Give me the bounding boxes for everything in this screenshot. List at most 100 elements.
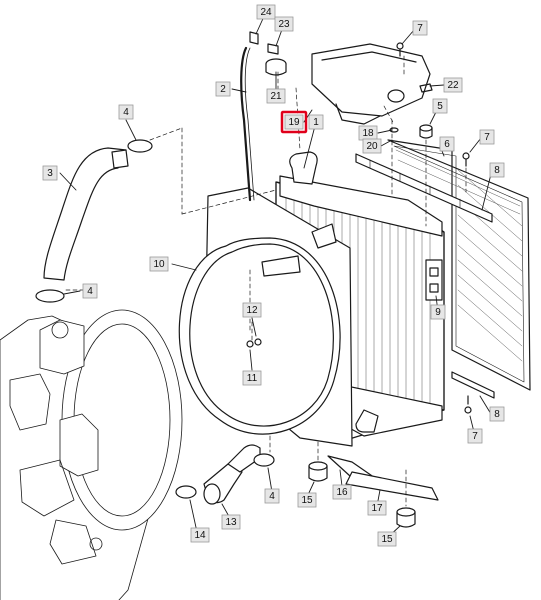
bolt-7-bottom [464, 395, 472, 414]
callout-18: 18 [358, 125, 378, 141]
callout-label: 7 [472, 431, 478, 442]
overflow-hose [240, 46, 252, 202]
callout-label: 19 [288, 117, 300, 128]
highlight-box [280, 110, 308, 134]
callout-4: 4 [82, 283, 98, 299]
callout-box [432, 98, 448, 114]
callout-label: 20 [366, 141, 378, 152]
bolt-11 [246, 340, 254, 348]
bolt-12 [254, 338, 262, 346]
callout-box [467, 428, 483, 444]
callout-2: 2 [215, 81, 231, 97]
callout-label: 11 [247, 373, 258, 384]
bolt-7-right [462, 152, 470, 167]
callout-12: 12 [242, 302, 262, 318]
callout-box [266, 88, 286, 104]
callout-box [149, 256, 169, 272]
hose-clamp-upper [127, 139, 153, 153]
callout-label: 4 [87, 286, 93, 297]
callout-box [118, 104, 134, 120]
callout-label: 4 [123, 107, 129, 118]
callout-label: 13 [225, 517, 237, 528]
callout-4: 4 [118, 104, 134, 120]
callout-23: 23 [274, 16, 294, 32]
callout-3: 3 [42, 165, 58, 181]
callout-box [284, 114, 304, 130]
bracket-17 [345, 471, 439, 501]
callout-10: 10 [149, 256, 169, 272]
callout-label: 4 [269, 491, 275, 502]
callout-box [489, 406, 505, 422]
callout-15: 15 [377, 531, 397, 547]
callout-label: 21 [270, 91, 282, 102]
callout-11: 11 [242, 370, 262, 386]
callout-label: 3 [47, 168, 53, 179]
callout-label: 14 [194, 530, 206, 541]
callout-box [264, 488, 280, 504]
callout-box [332, 484, 352, 500]
callout-22: 22 [443, 77, 463, 93]
callout-box [42, 165, 58, 181]
callout-box [377, 531, 397, 547]
lower-hose [203, 444, 261, 505]
hose-clamp-14 [175, 485, 197, 499]
callout-24: 24 [256, 4, 276, 20]
callout-label: 8 [494, 165, 500, 176]
callout-17: 17 [367, 500, 387, 516]
callout-1: 1 [308, 114, 324, 130]
callout-15: 15 [297, 492, 317, 508]
callout-label: 5 [437, 101, 443, 112]
callout-label: 15 [301, 495, 313, 506]
callout-box [274, 16, 294, 32]
bolt-22 [419, 83, 433, 93]
callout-box [412, 20, 428, 36]
leader-lines [59, 11, 493, 539]
radiator-cap [249, 31, 287, 76]
callout-box [439, 136, 455, 152]
hose-clamp-lower [253, 453, 275, 467]
callout-box [479, 129, 495, 145]
callout-4: 4 [264, 488, 280, 504]
callout-box [367, 500, 387, 516]
rubber-mount-b [396, 507, 416, 528]
callout-box [82, 283, 98, 299]
callout-box [430, 304, 446, 320]
callout-box [362, 138, 382, 154]
callout-label: 24 [260, 7, 272, 18]
callout-8: 8 [489, 406, 505, 422]
rubber-mount-a [308, 461, 328, 482]
callout-label: 16 [336, 487, 348, 498]
callout-13: 13 [221, 514, 241, 530]
callout-box [242, 302, 262, 318]
callout-label: 7 [484, 132, 490, 143]
callout-box [443, 77, 463, 93]
engine-outline [0, 309, 183, 600]
callout-box [489, 162, 505, 178]
callout-label: 9 [435, 307, 441, 318]
callout-box [308, 114, 324, 130]
bolt-7-top [396, 42, 404, 57]
grille-screen [355, 139, 531, 399]
callout-20: 20 [362, 138, 382, 154]
fan-shroud [178, 187, 353, 447]
callout-label: 1 [313, 117, 319, 128]
spacer-5 [419, 124, 433, 139]
callout-7: 7 [412, 20, 428, 36]
callout-box [190, 527, 210, 543]
alignment-lines [65, 55, 467, 507]
callout-19: 19 [280, 110, 308, 134]
callout-box [221, 514, 241, 530]
callout-label: 15 [381, 534, 393, 545]
callout-5: 5 [432, 98, 448, 114]
callout-6: 6 [439, 136, 455, 152]
upper-hose [43, 147, 129, 281]
callout-box [242, 370, 262, 386]
callout-21: 21 [266, 88, 286, 104]
callout-label: 7 [417, 23, 423, 34]
callout-label: 23 [278, 19, 290, 30]
callout-7: 7 [479, 129, 495, 145]
callout-8: 8 [489, 162, 505, 178]
